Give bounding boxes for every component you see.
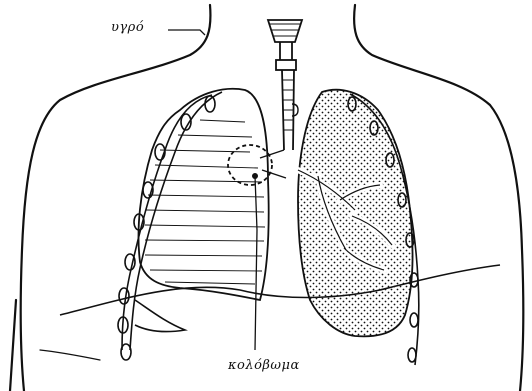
fluid-label: υγρό — [111, 20, 144, 35]
trachea — [268, 20, 302, 150]
stump-label: κολόβωμα — [228, 358, 300, 373]
normal-lung — [298, 90, 413, 337]
diaphragm — [60, 265, 500, 315]
